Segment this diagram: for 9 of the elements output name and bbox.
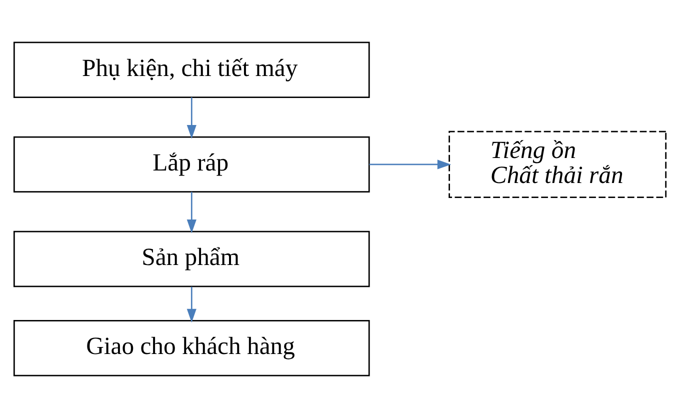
node-box: Lắp ráp xyxy=(13,136,370,193)
node-box: Giao cho khách hàng xyxy=(13,320,370,376)
node-box: Phụ kiện, chi tiết máy xyxy=(13,42,370,98)
arrow xyxy=(186,192,196,234)
arrow xyxy=(186,286,196,323)
arrow xyxy=(186,97,196,139)
arrow xyxy=(369,160,452,170)
node-box: Sản phẩm xyxy=(13,230,370,288)
node-box: Tiếng ồn Chất thải rắn xyxy=(448,130,667,198)
